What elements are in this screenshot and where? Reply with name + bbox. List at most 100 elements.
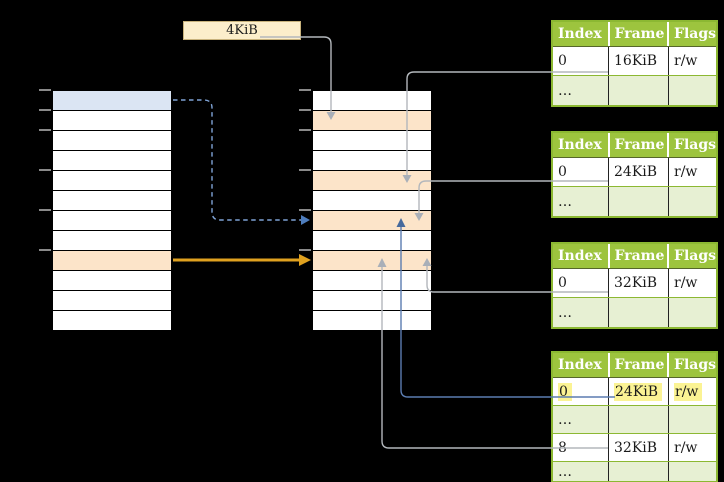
cell-flags (668, 462, 716, 481)
cell-flags (668, 76, 716, 105)
page-table-2: Index Frame Flags 0 24KiB r/w … (551, 131, 718, 218)
memory-row (313, 231, 431, 251)
physical-memory-table (312, 90, 432, 331)
tick-mark (39, 129, 51, 131)
cell-index: 8 (558, 439, 567, 456)
tick-mark (299, 209, 311, 211)
cell-frame: 24KiB (608, 378, 668, 405)
memory-row (313, 211, 431, 231)
page-table-header: Index Frame Flags (553, 22, 716, 47)
cell-frame (608, 298, 668, 327)
memory-row (53, 251, 171, 271)
cell-flags: r/w (668, 434, 716, 461)
tick-mark (299, 129, 311, 131)
table-row: 0 16KiB r/w (553, 47, 716, 76)
cell-frame (608, 187, 668, 216)
header-frame: Frame (607, 133, 667, 157)
memory-row (313, 91, 431, 111)
memory-row (53, 131, 171, 151)
highlight-index: 0 (558, 382, 572, 401)
tick-mark (39, 209, 51, 211)
memory-row (53, 271, 171, 291)
cell-index: … (558, 193, 572, 210)
cell-index: … (558, 304, 572, 321)
memory-row (313, 131, 431, 151)
memory-row (313, 191, 431, 211)
highlight-frame: 24KiB (614, 382, 663, 401)
cell-frame: 32KiB (608, 269, 668, 297)
cell-index: … (558, 82, 572, 99)
header-index: Index (558, 137, 602, 153)
cell-index: 0 (558, 275, 567, 291)
header-frame: Frame (607, 244, 667, 268)
header-frame: Frame (607, 22, 667, 46)
cell-flags (668, 298, 716, 327)
table-row: 8 32KiB r/w (553, 434, 716, 462)
memory-row (53, 211, 171, 231)
page-table-1: Index Frame Flags 0 16KiB r/w … (551, 20, 718, 107)
memory-row (313, 271, 431, 291)
cell-index: 0 (553, 378, 608, 405)
table-row-ellipsis: … (553, 187, 716, 216)
header-flags: Flags (667, 133, 716, 157)
memory-row (53, 291, 171, 311)
header-index: Index (558, 248, 602, 264)
cell-flags (668, 406, 716, 433)
page-table-4: Index Frame Flags 0 24KiB r/w … 8 32KiB … (551, 351, 718, 482)
page-table-header: Index Frame Flags (553, 133, 716, 158)
tick-mark (299, 249, 311, 251)
memory-row (53, 191, 171, 211)
cell-index: … (558, 411, 572, 428)
memory-row (53, 91, 171, 111)
table-row-highlighted: 0 24KiB r/w (553, 378, 716, 406)
header-index: Index (558, 26, 602, 42)
tick-mark (39, 89, 51, 91)
arrowhead-right-icon (301, 215, 310, 225)
cell-flags (668, 187, 716, 216)
table-row-ellipsis: … (553, 76, 716, 105)
tick-mark (39, 109, 51, 111)
memory-row (313, 251, 431, 271)
memory-row (53, 111, 171, 131)
memory-row (313, 111, 431, 131)
cell-flags: r/w (668, 269, 716, 297)
page-table-header: Index Frame Flags (553, 353, 716, 378)
table-row-ellipsis: … (553, 462, 716, 481)
memory-row (53, 151, 171, 171)
memory-row (313, 311, 431, 330)
memory-row (53, 171, 171, 191)
virtual-memory-table (52, 90, 172, 331)
page-table-header: Index Frame Flags (553, 244, 716, 269)
cell-flags: r/w (668, 47, 716, 75)
header-flags: Flags (667, 244, 716, 268)
cell-frame (608, 406, 668, 433)
table-row-ellipsis: … (553, 406, 716, 434)
tick-mark (299, 169, 311, 171)
memory-row (313, 171, 431, 191)
tick-mark (39, 249, 51, 251)
cell-flags: r/w (668, 378, 716, 405)
cell-frame (608, 462, 668, 481)
tick-mark (39, 169, 51, 171)
cell-frame (608, 76, 668, 105)
cell-frame: 16KiB (608, 47, 668, 75)
memory-row (313, 291, 431, 311)
table-row-ellipsis: … (553, 298, 716, 327)
memory-row (53, 311, 171, 330)
cell-index: 0 (558, 164, 567, 180)
tick-mark (299, 89, 311, 91)
cell-index: … (558, 463, 572, 480)
table-row: 0 32KiB r/w (553, 269, 716, 298)
header-frame: Frame (607, 353, 667, 377)
arrow-virtual0-to-frame6 (173, 99, 301, 221)
header-flags: Flags (667, 353, 716, 377)
header-index: Index (558, 357, 602, 373)
memory-row (313, 151, 431, 171)
header-flags: Flags (667, 22, 716, 46)
table-row: 0 24KiB r/w (553, 158, 716, 187)
cell-frame: 32KiB (608, 434, 668, 461)
page-table-3: Index Frame Flags 0 32KiB r/w … (551, 242, 718, 329)
frame-size-label: 4KiB (183, 21, 301, 40)
tick-mark (299, 109, 311, 111)
